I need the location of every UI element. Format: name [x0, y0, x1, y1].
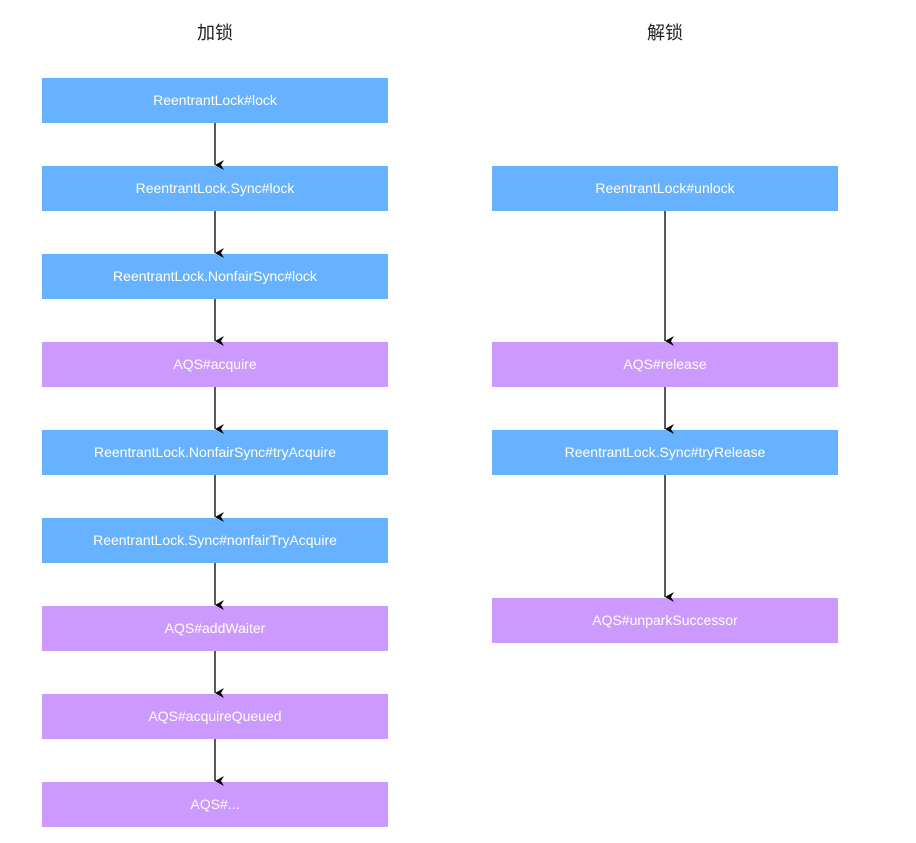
lock-step-aqs-acquire: AQS#acquire — [42, 342, 388, 387]
unlock-step-aqs-release: AQS#release — [492, 342, 838, 387]
lock-step-aqs-acquirequeued: AQS#acquireQueued — [42, 694, 388, 739]
lock-step-reentrantlock-lock: ReentrantLock#lock — [42, 78, 388, 123]
unlock-step-reentrantlock-unlock: ReentrantLock#unlock — [492, 166, 838, 211]
unlock-step-sync-tryrelease: ReentrantLock.Sync#tryRelease — [492, 430, 838, 475]
unlock-column-title: 解锁 — [647, 23, 683, 44]
unlock-step-aqs-unparksuccessor: AQS#unparkSuccessor — [492, 598, 838, 643]
lock-step-nonfairsync-tryacquire: ReentrantLock.NonfairSync#tryAcquire — [42, 430, 388, 475]
lock-step-aqs-ellipsis: AQS#... — [42, 782, 388, 827]
lock-step-nonfairsync-lock: ReentrantLock.NonfairSync#lock — [42, 254, 388, 299]
lock-step-sync-lock: ReentrantLock.Sync#lock — [42, 166, 388, 211]
lock-step-aqs-addwaiter: AQS#addWaiter — [42, 606, 388, 651]
lock-column-title: 加锁 — [197, 23, 233, 44]
lock-step-sync-nonfairtryacquire: ReentrantLock.Sync#nonfairTryAcquire — [42, 518, 388, 563]
